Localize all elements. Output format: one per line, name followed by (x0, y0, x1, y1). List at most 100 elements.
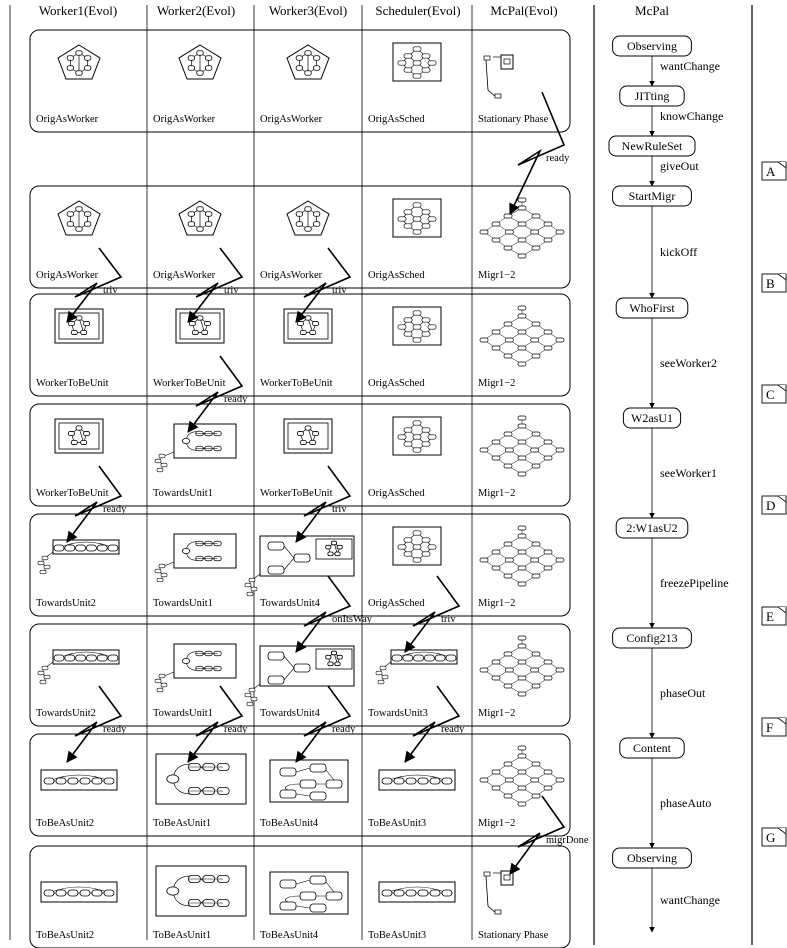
state-label: ToBeAsUnit3 (368, 930, 426, 941)
mcpal-transition: seeWorker2 (649, 318, 717, 409)
transition-label: ready (441, 724, 465, 735)
component-graph-icon (479, 305, 565, 367)
state-cell: TowardsUnit1 (153, 643, 237, 719)
component-graph-icon (155, 753, 247, 805)
mcpal-state-label: Config213 (626, 631, 677, 645)
state-cell: OrigAsSched (368, 416, 442, 499)
side-marker: E (761, 606, 787, 626)
state-label: Migr1−2 (478, 818, 515, 829)
state-label: Migr1−2 (478, 378, 515, 389)
state-label: WorkerToBeUnit (36, 488, 109, 499)
state-cell: ToBeAsUnit1 (153, 753, 247, 829)
transition-label: ready (103, 724, 127, 735)
mcpal-state-label: Observing (627, 39, 677, 53)
row-frame (29, 185, 571, 289)
transition-label: migrDone (546, 835, 589, 846)
state-label: Migr1−2 (478, 708, 515, 719)
transition-label: ready (332, 724, 356, 735)
state-label: TowardsUnit1 (153, 708, 213, 719)
component-graph-icon (392, 306, 442, 346)
component-graph-icon (483, 870, 514, 915)
mcpal-transition-label: wantChange (660, 59, 720, 73)
component-graph-icon (286, 44, 330, 80)
component-graph-icon (392, 198, 442, 238)
state-label: TowardsUnit4 (260, 708, 321, 719)
component-graph-icon (269, 871, 349, 915)
state-cell: Migr1−2 (478, 745, 565, 829)
state-cell: Migr1−2 (478, 197, 565, 281)
state-label: ToBeAsUnit2 (36, 818, 94, 829)
component-graph-icon (40, 881, 118, 903)
transition-arrow: ready (295, 685, 356, 763)
state-label: OrigAsWorker (260, 270, 323, 281)
mcpal-header: McPal (635, 3, 669, 18)
mcpal-transition: wantChange (649, 868, 720, 933)
side-marker-label: A (766, 164, 776, 179)
transition-arrow: ready (66, 685, 127, 763)
transition-arrow: ready (187, 355, 248, 433)
state-cell: Stationary Phase (478, 870, 549, 941)
state-label: OrigAsWorker (36, 114, 99, 125)
side-marker: D (761, 495, 787, 515)
mcpal-state: Observing (612, 35, 692, 57)
column-header-worker2: Worker2(Evol) (157, 3, 235, 18)
state-label: OrigAsWorker (153, 114, 216, 125)
component-graph-icon (57, 200, 101, 236)
component-graph-icon (286, 200, 330, 236)
transition-arrow: triv (404, 575, 461, 653)
mcpal-transition: knowChange (649, 106, 723, 137)
mcpal-state: Config213 (612, 627, 692, 649)
transition-arrow: triv (187, 247, 244, 323)
component-graph-icon (283, 308, 333, 344)
state-cell: TowardsUnit2 (36, 539, 120, 609)
state-cell: OrigAsWorker (260, 200, 330, 281)
side-marker-label: G (766, 830, 775, 845)
state-cell: OrigAsSched (368, 198, 442, 281)
state-cell: WorkerToBeUnit (260, 418, 333, 499)
state-label: TowardsUnit3 (368, 708, 428, 719)
component-graph-icon (57, 44, 101, 80)
mcpal-state-label: W2asU1 (631, 411, 673, 425)
state-label: ToBeAsUnit1 (153, 818, 211, 829)
mcpal-transition-label: seeWorker2 (660, 356, 717, 370)
state-label: OrigAsSched (368, 488, 425, 499)
state-cell: ToBeAsUnit1 (153, 865, 247, 941)
state-label: TowardsUnit4 (260, 598, 321, 609)
transition-arrow: ready (404, 685, 465, 763)
side-marker-label: E (766, 609, 774, 624)
component-graph-icon (392, 416, 442, 456)
state-label: Stationary Phase (478, 114, 549, 125)
state-cell: ToBeAsUnit3 (368, 881, 456, 941)
component-graph-icon (483, 54, 514, 99)
state-label: Stationary Phase (478, 930, 549, 941)
side-marker: C (761, 384, 787, 404)
state-label: TowardsUnit1 (153, 488, 213, 499)
transition-label: onItsWay (332, 614, 373, 625)
mcpal-state-machine: ObservingJITtingNewRuleSetStartMigrWhoFi… (608, 35, 729, 933)
component-graph-icon (392, 526, 442, 566)
mcpal-state: StartMigr (612, 185, 692, 207)
state-label: OrigAsWorker (153, 270, 216, 281)
state-cell: Migr1−2 (478, 635, 565, 719)
state-label: ToBeAsUnit2 (36, 930, 94, 941)
state-cell: OrigAsWorker (36, 200, 101, 281)
state-label: OrigAsWorker (260, 114, 323, 125)
mcpal-transition: kickOff (649, 206, 697, 299)
state-cell: WorkerToBeUnit (260, 308, 333, 389)
component-graph-icon (479, 635, 565, 697)
side-marker-label: F (766, 720, 773, 735)
state-cell: WorkerToBeUnit (36, 308, 109, 389)
transition-arrow: ready (66, 465, 127, 543)
state-label: OrigAsSched (368, 378, 425, 389)
state-cell: OrigAsWorker (36, 44, 101, 125)
component-graph-icon (154, 533, 237, 583)
mcpal-transition: seeWorker1 (649, 428, 717, 519)
